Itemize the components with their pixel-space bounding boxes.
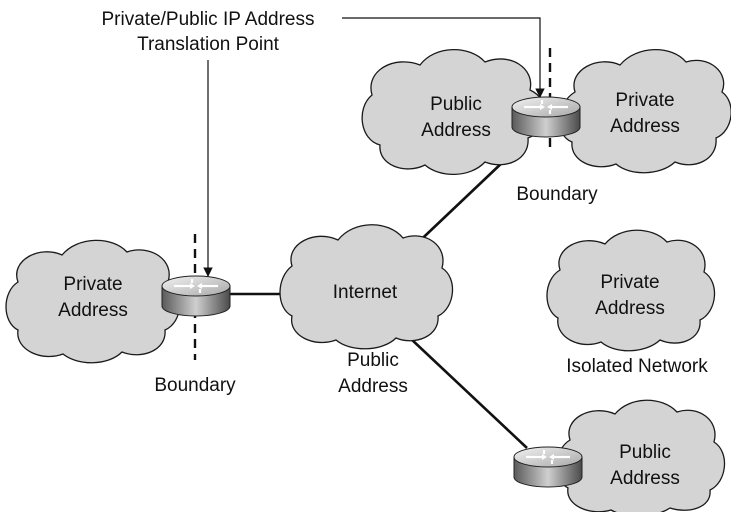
- cloud-icon-isolated: [546, 229, 716, 352]
- internet-public-line2: Address: [338, 376, 408, 397]
- top-private-line1: Private: [615, 90, 674, 111]
- callout-arrow-top: [342, 17, 545, 98]
- cloud-icon-internet: [279, 224, 454, 350]
- top-public-line2: Address: [421, 120, 491, 141]
- router-icon-bottom: [512, 445, 584, 489]
- cloud-icon-top-private: [559, 48, 731, 174]
- boundary-label-top: Boundary: [516, 184, 598, 205]
- callout-title-line2: Translation Point: [137, 34, 280, 55]
- bottom-public-line1: Public: [619, 442, 671, 463]
- top-public-line1: Public: [430, 94, 482, 115]
- internet-label: Internet: [333, 282, 398, 303]
- bottom-public-line2: Address: [610, 468, 680, 489]
- router-icon-top: [510, 95, 582, 139]
- left-private-line1: Private: [63, 274, 122, 295]
- cloud-icon-bottom-public: [556, 399, 726, 512]
- isolated-network-label: Isolated Network: [566, 356, 708, 377]
- link-internet-bottom-router: [409, 337, 528, 449]
- top-private-line2: Address: [610, 116, 680, 137]
- cloud-icon-left-private: [5, 239, 181, 364]
- cloud-icon-top-public: [361, 48, 547, 176]
- callout-title-line1: Private/Public IP Address: [102, 9, 315, 30]
- isolated-private-line1: Private: [600, 272, 659, 293]
- boundary-label-left: Boundary: [154, 375, 236, 396]
- router-icon-left: [160, 274, 232, 318]
- internet-public-line1: Public: [347, 350, 399, 371]
- isolated-private-line2: Address: [595, 298, 665, 319]
- left-private-line2: Address: [58, 300, 128, 321]
